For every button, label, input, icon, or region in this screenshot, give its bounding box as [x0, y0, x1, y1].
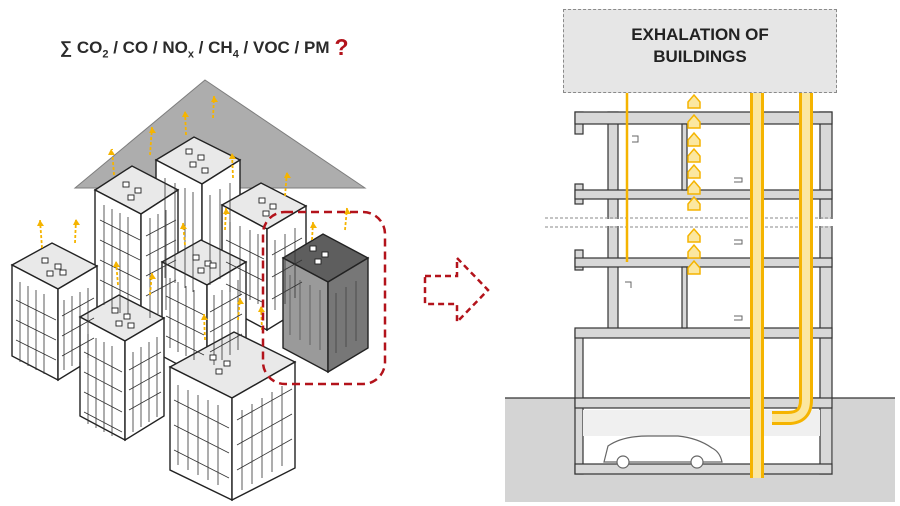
emissions-formula: ∑ CO2 / CO / NOx / CH4 / VOC / PM?	[60, 34, 400, 62]
ground-bottom	[575, 474, 833, 502]
building-front-large	[168, 331, 297, 502]
title-box: EXHALATION OF BUILDINGS	[563, 9, 837, 93]
co2-subscript: 2	[102, 48, 109, 61]
title-label: EXHALATION OF BUILDINGS	[631, 25, 769, 66]
shaft-arrows	[687, 73, 701, 275]
ch4-subscript: 4	[232, 48, 239, 61]
rooftop-units	[41, 148, 329, 375]
building-highlighted	[281, 233, 370, 374]
pm-label: PM	[304, 38, 330, 57]
car-outline	[603, 435, 723, 463]
transition-arrow	[423, 254, 490, 326]
question-mark: ?	[334, 34, 349, 60]
separator: /	[193, 38, 209, 57]
ground-right	[833, 398, 895, 502]
co-label: CO	[122, 38, 149, 57]
separator: /	[148, 38, 163, 57]
sum-symbol: ∑	[60, 38, 73, 57]
ground-left	[505, 398, 575, 502]
building-front-middle	[78, 294, 166, 442]
ch4-label: CH	[208, 38, 233, 57]
co2-label: CO	[76, 38, 103, 57]
separator: /	[289, 38, 304, 57]
nox-subscript: x	[187, 48, 194, 61]
wall-fixtures	[625, 135, 743, 321]
separator: /	[238, 38, 253, 57]
emission-arrowheads	[37, 96, 351, 320]
building-windows	[15, 178, 357, 490]
separator: /	[108, 38, 123, 57]
exhaust-ducts	[625, 80, 813, 478]
voc-label: VOC	[252, 38, 290, 57]
nox-label: NO	[162, 38, 188, 57]
highlight-frame	[261, 210, 387, 386]
